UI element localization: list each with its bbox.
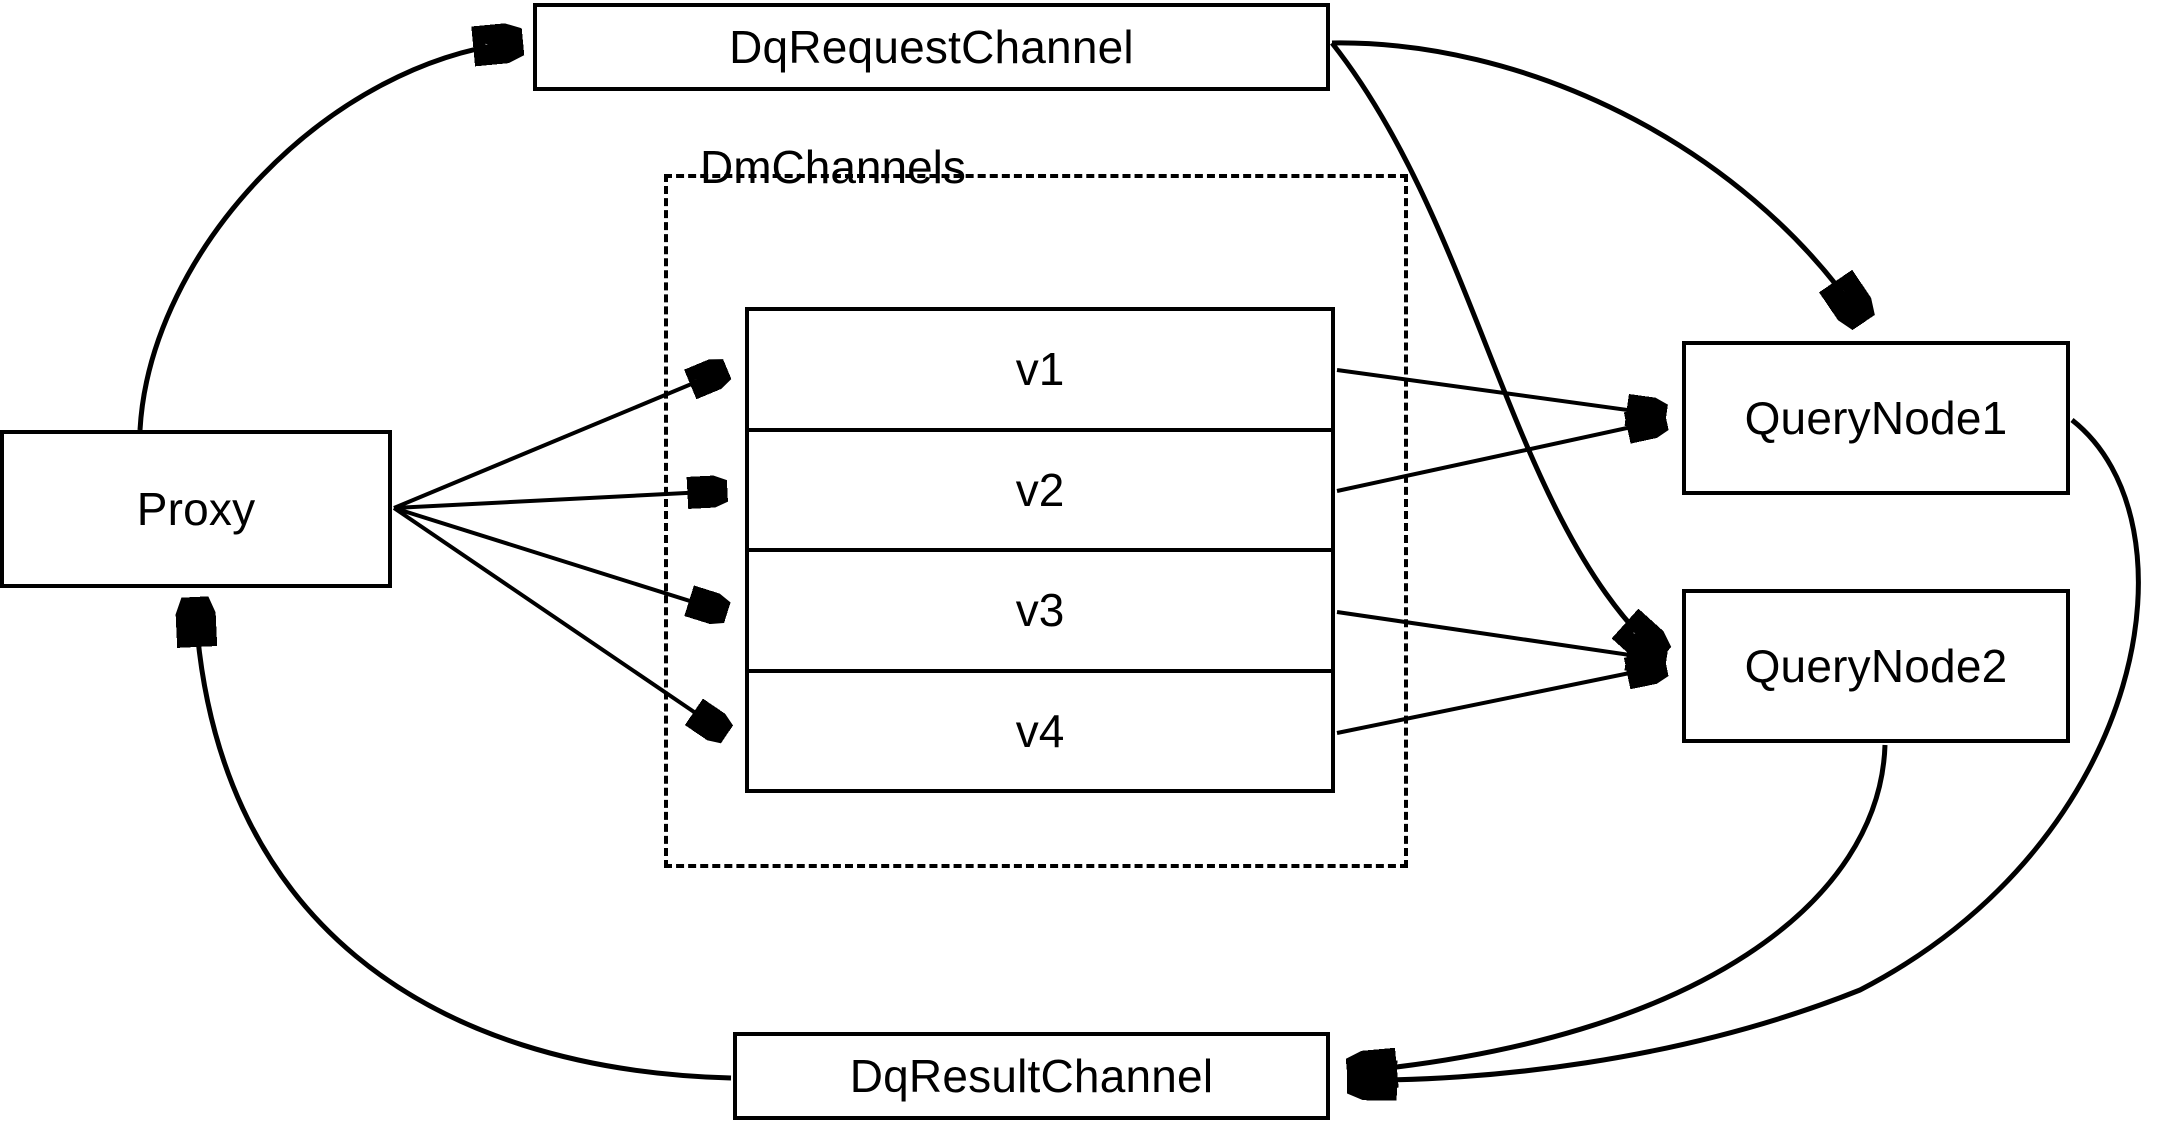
vchannel-table: v1 v2 v3 v4 [745, 307, 1335, 793]
vchannel-row-v1[interactable]: v1 [749, 311, 1331, 432]
node-dq-request-channel[interactable]: DqRequestChannel [533, 3, 1330, 91]
vchannel-row-v2[interactable]: v2 [749, 432, 1331, 552]
node-proxy[interactable]: Proxy [0, 430, 392, 588]
edge-querynode1-to-dqresult [1350, 418, 2141, 1080]
node-dq-result-channel[interactable]: DqResultChannel [733, 1032, 1330, 1120]
node-query-node-1[interactable]: QueryNode1 [1682, 341, 2070, 495]
vchannel-row-v3[interactable]: v3 [749, 552, 1331, 673]
vchannel-row-v4[interactable]: v4 [1015, 704, 1065, 757]
dm-channels-label: DmChannels [700, 141, 966, 193]
edge-dqresult-to-proxy [195, 600, 732, 1081]
edge-dqrequest-to-querynode1 [1331, 40, 1862, 320]
edge-querynode2-to-dqresult [1350, 744, 1888, 1072]
node-query-node-2[interactable]: QueryNode2 [1682, 589, 2070, 743]
edge-proxy-to-dqrequest [137, 42, 520, 431]
